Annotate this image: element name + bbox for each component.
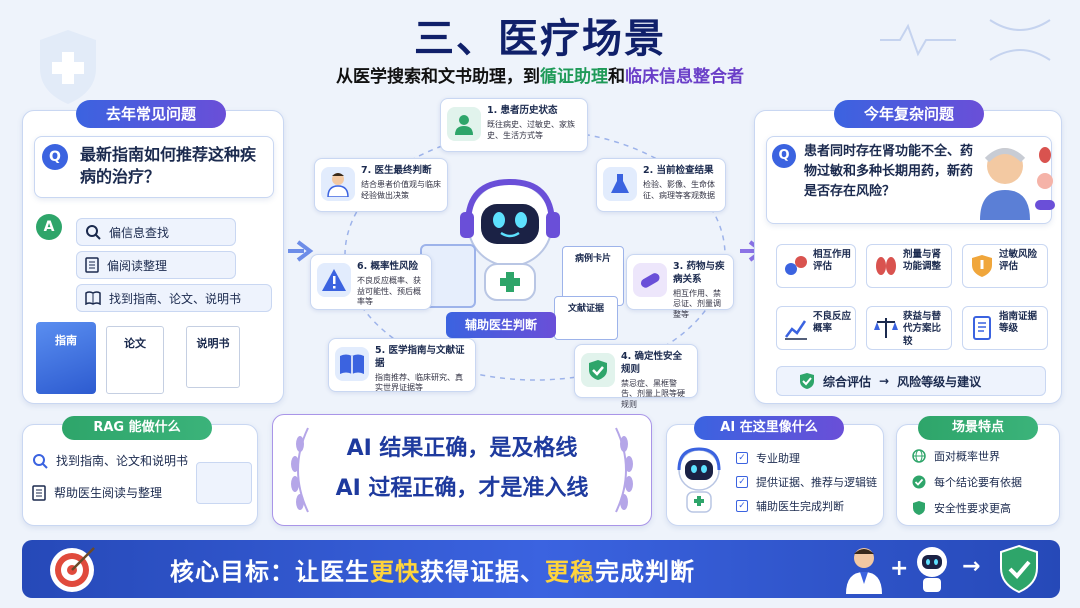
- left-panel-header: 去年常见问题: [76, 100, 226, 128]
- robot-icon: [677, 447, 721, 513]
- document-icon: [32, 484, 46, 501]
- shield-icon: [913, 501, 925, 515]
- kidney-icon: [1039, 147, 1051, 163]
- book-icon: [85, 291, 101, 305]
- rag-panel-header: RAG 能做什么: [62, 416, 212, 440]
- question-card: [34, 136, 274, 198]
- doc-guide: 指南: [36, 322, 96, 394]
- ai-item-2: ✓提供证据、推荐与逻辑链: [736, 474, 877, 490]
- pill-icon: [640, 273, 660, 288]
- center-bottom-panel: [272, 414, 652, 526]
- footer-highlight-steadier: 更稳: [545, 558, 595, 586]
- node-current-exam: 2. 当前检查结果检验、影像、生命体征、病理等客观数据: [596, 158, 726, 212]
- node-safety-rules: 4. 确定性安全规则禁忌症、黑框警告、剂量上限等硬规则: [574, 344, 698, 409]
- grid-guideline-level: 指南证据等级: [962, 306, 1048, 350]
- q-badge: Q: [42, 144, 68, 170]
- doctor-icon: [327, 173, 349, 197]
- feature-item-safety: 安全性要求更高: [912, 500, 1011, 516]
- person-icon: [455, 115, 473, 135]
- flask-icon: [611, 174, 629, 193]
- rag-item-read: 帮助医生阅读与整理: [32, 484, 162, 501]
- shield-check-icon: [589, 360, 607, 380]
- node-doctor-judgement: 7. 医生最终判断结合患者价值观与临床经验做出决策: [314, 158, 448, 212]
- footer-highlight-faster: 更快: [370, 558, 420, 586]
- elderly-patient-icon: [980, 148, 1030, 220]
- node-patient-history: 1. 患者历史状态既往病史、过敏史、家族史、生活方式等: [440, 98, 588, 152]
- q-badge: Q: [772, 144, 796, 168]
- ai-item-3: ✓辅助医生完成判断: [736, 498, 844, 514]
- node-drug-disease: 3. 药物与疾病关系相互作用、禁忌证、剂量调整等: [626, 254, 734, 319]
- checkbox-icon: ✓: [736, 500, 748, 512]
- right-question: 患者同时存在肾功能不全、药物过敏和多种长期用药，新药是否存在风险？: [804, 144, 974, 199]
- check-circle-icon: [912, 475, 926, 489]
- chart-icon: [785, 320, 807, 340]
- node-guidelines: 5. 医学指南与文献证据指南推荐、临床研究、真实世界证据等: [328, 338, 476, 392]
- subtitle-highlight-2: 临床信息整合者: [625, 67, 744, 87]
- summary-bar: 综合评估 → 风险等级与建议: [776, 366, 1046, 396]
- document-icon: [973, 316, 991, 340]
- rag-item-find: 找到指南、论文和说明书: [32, 452, 188, 469]
- grid-allergy-risk: 过敏风险评估: [962, 244, 1048, 288]
- doc-paper: 论文: [106, 326, 164, 394]
- answer-item-search: 偏信息查找: [76, 218, 236, 246]
- book-icon: [340, 354, 364, 374]
- answer-label: 偏阅读整理: [107, 258, 168, 273]
- grid-interaction: 相互作用评估: [776, 244, 856, 288]
- checkbox-icon: ✓: [736, 476, 748, 488]
- subtitle-highlight-1: 循证助理: [540, 67, 608, 87]
- laurel-left-icon: [291, 427, 309, 513]
- grid-dose-kidney: 剂量与肾功能调整: [866, 244, 952, 288]
- molecule-icon: [785, 256, 807, 275]
- grid-benefit-alternative: 获益与替代方案比较: [866, 306, 952, 350]
- laurel-right-icon: [615, 427, 633, 513]
- answer-item-find: 找到指南、论文、说明书: [76, 284, 272, 312]
- shield-check-icon: [800, 373, 814, 389]
- search-icon: [86, 225, 101, 240]
- allergy-icon: [1037, 173, 1053, 189]
- ai-panel-header: AI 在这里像什么: [694, 416, 844, 440]
- answer-label: 偏信息查找: [109, 225, 170, 240]
- footer-plus: +: [890, 556, 909, 581]
- evidence-card: 文献证据: [554, 296, 618, 340]
- slogan-line-1: AI 结果正确，是及格线: [346, 436, 578, 461]
- target-icon: [50, 547, 95, 592]
- left-question: 最新指南如何推荐这种疾病的治疗？: [80, 145, 257, 186]
- warning-icon: [322, 269, 346, 291]
- robot-icon: [917, 547, 947, 592]
- document-icon: [85, 257, 99, 273]
- doc-manual: 说明书: [186, 326, 240, 388]
- allergy-shield-icon: [972, 255, 992, 277]
- arrow-left-to-center: [288, 240, 314, 262]
- page-subtitle: 从医学搜索和文书助理，到循证助理和临床信息整合者: [336, 67, 744, 87]
- footer-banner: [22, 540, 1060, 598]
- feature-item-evidence: 每个结论要有依据: [912, 474, 1022, 490]
- feature-item-probability: 面对概率世界: [912, 448, 1000, 464]
- node-probability-risk: 6. 概率性风险不良反应概率、获益可能性、预后概率等: [310, 254, 432, 310]
- a-badge: A: [36, 214, 62, 240]
- kidney-icon: [876, 257, 896, 275]
- doctor-icon: [846, 548, 882, 594]
- scale-icon: [874, 318, 898, 338]
- robot-icon: [460, 178, 560, 301]
- answer-item-read: 偏阅读整理: [76, 251, 236, 279]
- globe-icon: [912, 449, 926, 463]
- robot-label: 辅助医生判断: [446, 312, 556, 338]
- page-title: 三、医疗场景: [414, 16, 666, 62]
- footer-arrow: →: [962, 554, 981, 579]
- checkbox-icon: ✓: [736, 452, 748, 464]
- slogan-line-2: AI 过程正确，才是准入线: [335, 476, 589, 501]
- search-icon: [33, 453, 48, 469]
- rag-screen-illustration: [196, 462, 252, 504]
- right-panel-header: 今年复杂问题: [834, 100, 984, 128]
- answer-label: 找到指南、论文、说明书: [109, 291, 242, 306]
- footer-goal-text: 核心目标：让医生更快获得证据、更稳完成判断: [170, 558, 695, 586]
- shield-check-icon: [1000, 544, 1038, 594]
- features-panel-header: 场景特点: [918, 416, 1038, 440]
- ai-item-1: ✓专业助理: [736, 450, 800, 466]
- grid-adverse-probability: 不良反应概率: [776, 306, 856, 350]
- pill-icon: [1035, 200, 1055, 210]
